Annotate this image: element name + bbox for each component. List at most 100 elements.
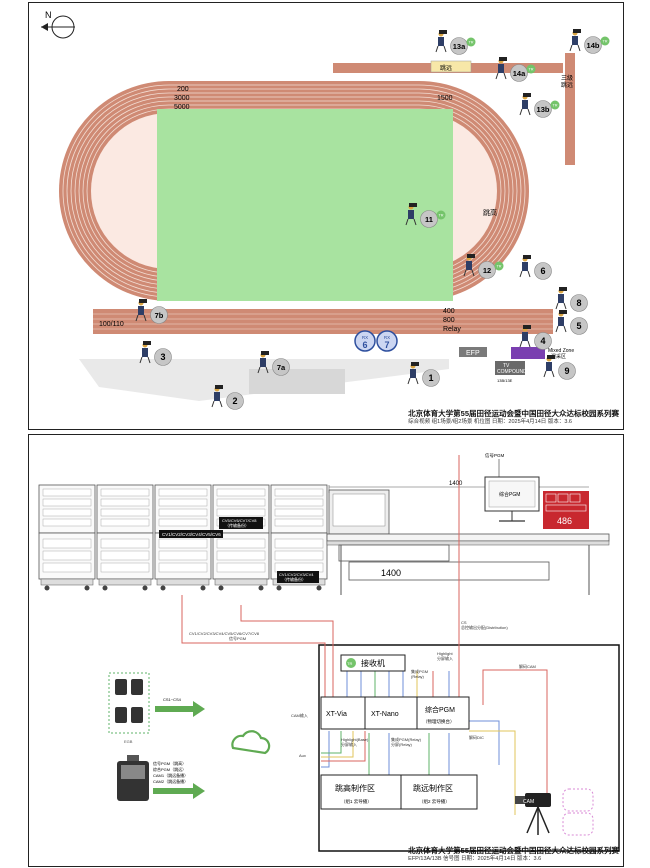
operator-body (408, 210, 414, 219)
rx-label: RX (384, 335, 390, 340)
encoder-lines: 信号PGM（跳高） 综合PGM（跳远） CAM1（跳远备播） CAM2（跳远备播… (153, 760, 189, 784)
top-title-block: 北京体育大学第55届田径运动会暨中国田径大众达标校园系列赛 综合视频 组1场景/… (408, 409, 619, 427)
pack-arrow-icon (155, 701, 205, 717)
bonding-pack-3 (115, 707, 127, 723)
high-jump-label: 跳高 (483, 208, 497, 217)
line-ret-hd: 解码DIC (469, 734, 484, 740)
bonding-pack-4 (131, 707, 143, 723)
venue-camera-map: N 跳远 三级跳远 200 3000 5000 (28, 2, 624, 430)
position-label: 8 (576, 298, 581, 308)
tr-badge (436, 210, 446, 220)
camera-icon (523, 325, 531, 329)
football-field (157, 109, 453, 301)
camera-position-6: 6 (519, 255, 552, 280)
position-circle (570, 317, 588, 335)
rack-bot-label: CV1/CV2/CV3/CV4（传输备份） (279, 572, 314, 582)
position-label: 9 (564, 366, 569, 376)
straight-lane-lines (93, 313, 553, 330)
camera-icon (409, 203, 417, 207)
encoder-arrow-icon (153, 783, 205, 799)
ccu-label-box (159, 530, 223, 538)
rx-6: RX6 (354, 330, 376, 352)
xt-nano-node (364, 696, 418, 730)
position-circle (558, 362, 576, 380)
operator-body (498, 64, 504, 73)
camera-icon (559, 310, 567, 314)
camera-icon (143, 341, 151, 345)
operator-body (522, 100, 528, 109)
long-jump-label: 跳远 (440, 64, 452, 72)
tr-badge-label: TR (602, 40, 607, 44)
operator-body (546, 362, 552, 371)
long-jump-zone (400, 774, 478, 810)
tr-badge (494, 261, 504, 271)
line-multi-pgm: 集成PGM(Relay) (411, 668, 428, 679)
receiver-node (340, 654, 406, 672)
production-system-frame (318, 644, 620, 852)
red-device (543, 491, 589, 529)
position-circle (226, 392, 244, 410)
camera-icon (139, 299, 147, 303)
pgm-sub-label: （物理切换台） (423, 718, 455, 725)
ccu-label: CV1/CV2/CV3/CV4/CV5/CV6 (162, 532, 221, 537)
rx-number: 6 (362, 340, 367, 350)
triple-jump-runway (565, 53, 575, 165)
line-cam-in: CAM输入 (291, 712, 308, 718)
monitor-top-label: 信号PGM (485, 452, 505, 459)
right-width: 486 (557, 516, 572, 526)
camera-icon (467, 254, 475, 258)
tr-badge (466, 37, 476, 47)
cloud-icon (231, 730, 271, 755)
mixed-zone-box (511, 347, 545, 359)
lj-zone-sub: （组2 云导播） (419, 798, 450, 805)
cam-label: CAM (523, 799, 534, 805)
tr-badge-label: TR (552, 104, 557, 108)
camera-icon (523, 255, 531, 259)
position-label: 3 (160, 352, 165, 362)
tr-badge (526, 64, 536, 74)
dist-800: 800 (443, 317, 455, 324)
hj-zone-sub: （组1 云导播） (341, 798, 372, 805)
rx-7: RX7 (376, 330, 398, 352)
bonding-pack-2 (131, 679, 143, 695)
position-label: 14a (513, 69, 526, 78)
operator-body (558, 294, 564, 303)
camera-position-2: 2 (211, 385, 244, 410)
monitor-label: 综合PGM (499, 491, 520, 498)
tr-badge-label: TR (438, 214, 443, 218)
camera-icon (411, 362, 419, 366)
high-jump-zone (320, 774, 402, 810)
rack-1 (38, 484, 96, 591)
operator-body (558, 317, 564, 326)
signal-lines (181, 455, 548, 815)
position-label: 6 (540, 266, 545, 276)
position-circle (584, 36, 602, 54)
bottom-title-block: 北京体育大学第55届田径运动会暨中国田径大众达标校园系列赛 EFP/13A/13… (408, 846, 619, 864)
operator-body (260, 358, 266, 367)
pgm-label: 综合PGM (425, 705, 455, 714)
line-ret-cam: 解码CAM (519, 663, 536, 669)
dist-200: 200 (177, 86, 189, 93)
rack-3 (154, 484, 212, 591)
camera-position-8: 8 (555, 287, 588, 312)
xt-via-node (320, 696, 366, 730)
rack-bot-label-box (277, 571, 319, 583)
position-circle (510, 64, 528, 82)
camera-position-1: 1 (407, 362, 440, 387)
tr-badge (600, 36, 610, 46)
xt-via-label: XT-Via (326, 711, 347, 718)
long-jump-pit (430, 60, 472, 73)
line-cams: CV1/CV2/CV3/CV4/CV5/CV6/CV7/CV8 (189, 631, 260, 636)
position-label: 2 (232, 396, 237, 406)
efp-box (459, 347, 487, 357)
camera-icon (499, 57, 507, 61)
camera-position-5: 5 (555, 310, 588, 335)
operator-body (438, 37, 444, 46)
operator-body (522, 262, 528, 271)
position-circle (534, 332, 552, 350)
triple-jump-label: 三级跳远 (561, 74, 573, 89)
